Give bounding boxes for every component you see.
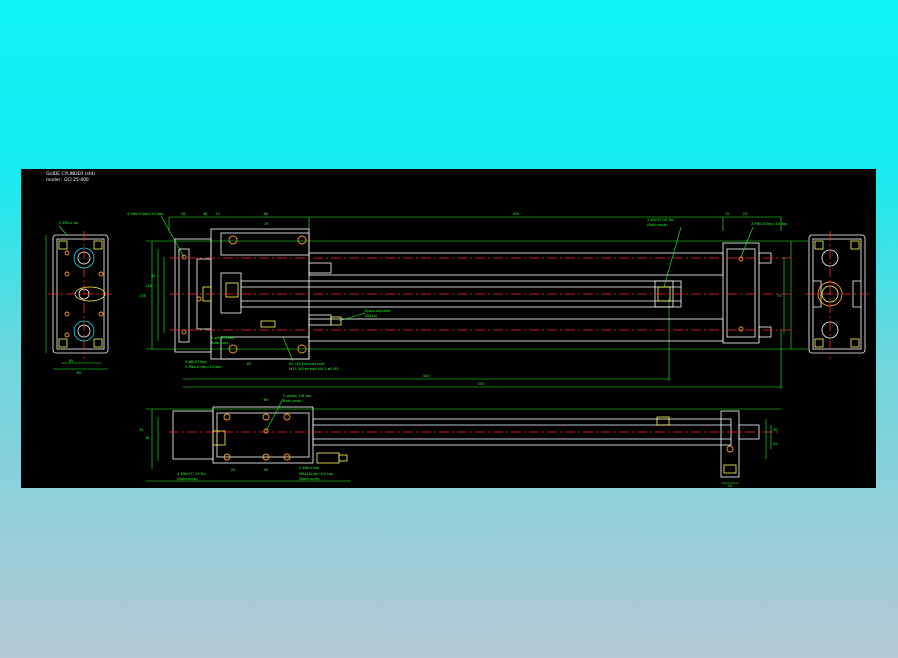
bottom-view: 65 20 40 32 38 30 25 10 Cushion 1/8 tap … [139,394,781,488]
dim-bottom-30: 30 [773,428,778,432]
cad-drawing-canvas: GUIDE CYLINDER (std) model : GCI 25-400 … [45,171,871,488]
dim-top-80: 80 [264,212,269,216]
dim-bottom-40: 40 [264,468,269,472]
dim-bottom-38: 38 [145,436,150,440]
dim-overall-length: 425 [513,212,520,216]
dim-bottom-32: 32 [139,428,144,432]
note-bottom-cushion2: Both ends [283,399,301,403]
dim-bottom-20: 20 [231,468,236,472]
note-front-bl4: Both nuts [211,341,228,345]
note-bottom-bl2: (Both ends) [177,477,199,481]
title-line-2: model : GCI 25-400 [46,177,89,183]
note-front-tr: 2-ø5(H7)15 Ha [647,218,673,222]
dim-left-a: 28 [181,212,186,216]
note-front-tr3: 2-M6x10(dp=10)tap [751,222,788,226]
dim-total-length: 555 [478,382,485,386]
dim-front-65: 65 [247,362,252,366]
note-bottom-bm: M6x10(dp=10) tap [299,472,334,476]
left-end-view: 2-M5x1 dp 45 65 [45,221,113,375]
note-front-tr2: (Both ends) [647,223,669,227]
note-front-brass: Brass adjuster [365,309,391,313]
dim-v-70: 70 [777,294,782,298]
note-front-brass2: (Ø5xa) [365,313,378,318]
note-front-bl3: 2-ø5(H7) tap [211,336,235,340]
dim-stroke-length: 404 [423,374,431,378]
dim-v-136: 136 [139,294,147,298]
dim-top-70: 70 [264,222,269,226]
dim-right-23: 23 [743,212,748,216]
front-view: 28 38 12 80 70 425 70 23 404 555 65 136 … [127,212,808,389]
dim-left-c: 12 [216,212,221,216]
note-front-bl: 4-ø6(H7)tap [185,360,207,364]
note-left-top: 2-M5x1 dp [59,221,79,225]
cad-drawing-sheet: GUIDE CYLINDER (std) model : GCI 25-400 … [21,169,876,488]
dim-bottom-25: 25 [773,442,778,446]
note-bottom-bm3: 2-M6x15dp [299,466,320,470]
note-front-bl2: 2-M6x10(dp=10)tap [185,365,222,369]
note-bottom-bl: 4-M6(H7) 10 Ha [177,472,206,476]
dim-left-45: 45 [69,359,74,363]
title-line-1: GUIDE CYLINDER (std) [46,171,95,177]
note-bottom-bm2: (Both ends) [299,477,321,481]
note-front-bm2: M15 3/8 thread M4 2-ø5 M5 [289,367,339,371]
note-front-bm: Rc-1/8 Exhaust port [289,362,325,366]
dim-bottom-65: 65 [264,398,269,402]
dim-left-b: 38 [203,212,208,216]
dim-v-90: 90 [151,274,156,278]
dim-v-110: 110 [145,284,153,288]
note-front-tl: 4-M6x10(dp=10)tap [127,212,164,216]
right-end-view [805,231,871,359]
dim-bottom-10: 10 [728,484,733,488]
dim-left-65: 65 [77,371,82,375]
dim-right-70: 70 [725,212,730,216]
note-bottom-cushion: Cushion 1/8 tap [283,394,312,398]
